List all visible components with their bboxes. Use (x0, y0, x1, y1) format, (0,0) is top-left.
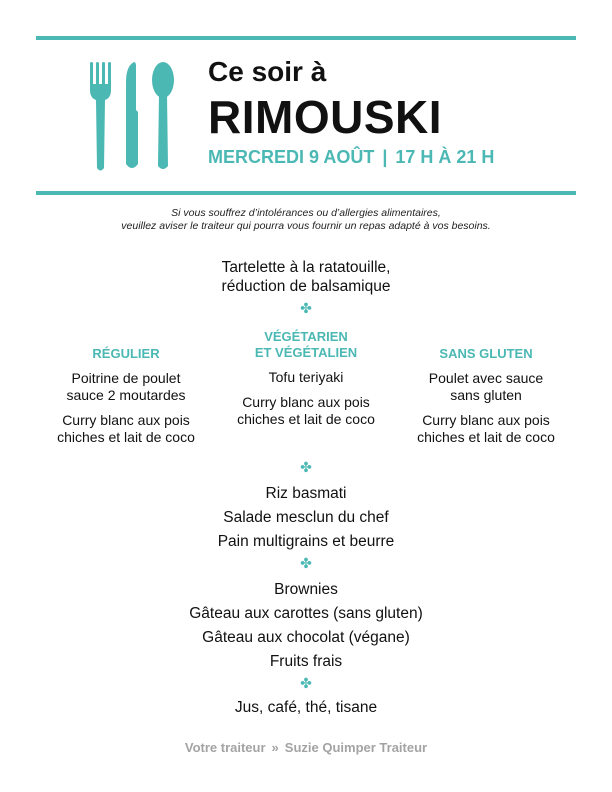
drinks-line: Jus, café, thé, tisane (234, 699, 378, 716)
dessert-item: Brownies (274, 581, 338, 598)
column-heading-veg-line-2: ET VÉGÉTALIEN (254, 345, 358, 360)
footer-caterer: Votre traiteur » Suzie Quimper Traiteur (0, 740, 612, 755)
cutlery-icon (90, 62, 174, 171)
city-title: RIMOUSKI (208, 91, 442, 143)
column-heading-gluten-free: SANS GLUTEN (439, 346, 533, 361)
column-heading-regular: RÉGULIER (92, 346, 160, 361)
regular-item-2-line-1: Curry blanc aux pois (62, 412, 190, 428)
side-item: Salade mesclun du chef (223, 509, 389, 526)
column-gluten-free: SANS GLUTEN Poulet avec sauce sans glute… (396, 346, 576, 446)
sides-list: Riz basmati Salade mesclun du chef Pain … (0, 482, 612, 554)
gf-item-1-line-2: sans gluten (450, 387, 522, 403)
date-time-line: MERCREDI 9 AOÛT | 17 H À 21 H (208, 147, 494, 168)
column-heading-veg-line-1: VÉGÉTARIEN (264, 329, 348, 344)
column-regular: RÉGULIER Poitrine de poulet sauce 2 mout… (36, 346, 216, 446)
dessert-item: Fruits frais (269, 653, 343, 670)
clover-icon: ✤ (300, 675, 312, 691)
title-line-1: Ce soir à (208, 56, 327, 87)
caterer-name: Suzie Quimper Traiteur (284, 740, 428, 755)
date-separator: | (382, 147, 388, 167)
gf-item-1-line-1: Poulet avec sauce (428, 370, 544, 386)
side-item: Pain multigrains et beurre (217, 533, 395, 550)
starter: Tartelette à la ratatouille, réduction d… (0, 258, 612, 296)
top-rule (36, 36, 576, 40)
allergy-notice: Si vous souffrez d’intolérances ou d’all… (40, 207, 572, 233)
regular-item-1-line-2: sauce 2 moutardes (66, 387, 186, 403)
gf-item-2-line-2: chiches et lait de coco (417, 429, 555, 445)
drinks: Jus, café, thé, tisane (0, 698, 612, 717)
veg-item-2-line-2: chiches et lait de coco (237, 411, 375, 427)
column-vegetarian: VÉGÉTARIEN ET VÉGÉTALIEN Tofu teriyaki C… (216, 329, 396, 428)
veg-item-1: Tofu teriyaki (268, 369, 344, 385)
clover-icon: ✤ (300, 459, 312, 475)
dessert-item: Gâteau aux carottes (sans gluten) (189, 605, 423, 622)
footer-label: Votre traiteur (184, 740, 266, 755)
gf-item-2-line-1: Curry blanc aux pois (422, 412, 550, 428)
clover-icon: ✤ (300, 300, 312, 316)
notice-line-2: veuillez aviser le traiteur qui pourra v… (121, 220, 491, 232)
starter-line-2: réduction de balsamique (221, 278, 391, 295)
notice-line-1: Si vous souffrez d’intolérances ou d’all… (171, 207, 441, 219)
side-item: Riz basmati (265, 485, 347, 502)
event-date: MERCREDI 9 AOÛT (208, 147, 375, 167)
bottom-rule (36, 191, 576, 195)
regular-item-1-line-1: Poitrine de poulet (71, 370, 181, 386)
veg-item-2-line-1: Curry blanc aux pois (242, 394, 370, 410)
dessert-item: Gâteau aux chocolat (végane) (202, 629, 410, 646)
regular-item-2-line-2: chiches et lait de coco (57, 429, 195, 445)
footer-arrow: » (271, 740, 279, 755)
desserts-list: Brownies Gâteau aux carottes (sans glute… (0, 578, 612, 674)
clover-icon: ✤ (300, 555, 312, 571)
starter-line-1: Tartelette à la ratatouille, (221, 259, 391, 276)
event-time: 17 H À 21 H (395, 147, 495, 167)
